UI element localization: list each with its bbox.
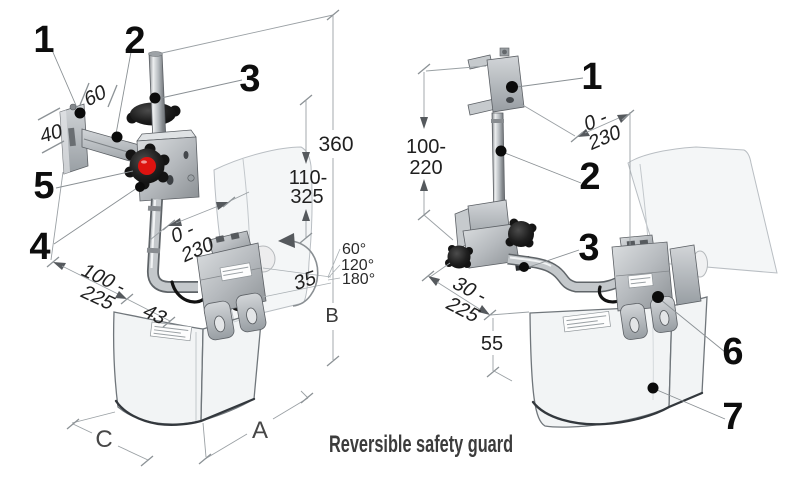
dim-C-label: C [95, 426, 112, 453]
callout-5-label: 5 [33, 165, 54, 207]
dim-60-label: 60 [83, 80, 109, 112]
left-shield-bucket [112, 310, 263, 426]
callout-1-label: 1 [33, 19, 54, 61]
dim-100-220-line1: 100- [406, 136, 446, 158]
callout-dot-2 [111, 131, 123, 143]
callout-2-label: 2 [124, 20, 145, 62]
angle-180-label: 180° [342, 271, 375, 288]
callout-r3-label: 3 [578, 227, 599, 269]
dim-110-325-line2: 325 [290, 186, 323, 208]
dim-100-220-line2: 220 [409, 157, 442, 179]
right-bucket-sticker [562, 311, 611, 333]
left-lower-rod [146, 198, 198, 293]
callout-dot-r2 [495, 145, 507, 157]
right-annotations: 0 - 230 100- 220 30 - 225 55 [406, 56, 744, 438]
figure-caption: Reversible safety guard [329, 431, 513, 458]
callout-dot-r7 [647, 382, 659, 394]
red-knob-center [138, 157, 156, 175]
left-wall-bracket [59, 103, 89, 175]
callout-dot-3 [149, 92, 161, 104]
right-shield-bucket [529, 296, 708, 428]
dim-B-label: B [325, 305, 338, 327]
callout-r6-label: 6 [722, 331, 743, 373]
callout-dot-r3 [519, 262, 529, 272]
angle-60-label: 60° [342, 241, 366, 258]
dim-55-label: 55 [481, 333, 503, 355]
left-view [59, 51, 313, 426]
right-top-bracket [467, 47, 525, 116]
left-red-knob [124, 143, 170, 190]
dim-40-label: 40 [40, 120, 64, 148]
right-top-knob [505, 218, 537, 248]
callout-r2-label: 2 [579, 156, 600, 198]
callout-dot-r6 [652, 291, 664, 303]
left-assembly [59, 51, 276, 341]
dim-A-label: A [252, 417, 268, 444]
rotation-arc [291, 240, 319, 307]
callout-r1-label: 1 [581, 56, 602, 98]
callout-4-label: 4 [29, 226, 50, 268]
callout-dot-r1 [506, 81, 518, 93]
callout-dot-1 [74, 107, 86, 119]
left-guard-holder [196, 230, 276, 341]
right-left-knob [445, 245, 473, 269]
left-bucket-sticker [149, 321, 193, 342]
callout-r7-label: 7 [722, 396, 743, 438]
angle-120-label: 120° [341, 257, 374, 274]
right-clamp [445, 199, 537, 271]
dim-110-325-line1: 110- [289, 167, 328, 189]
bracket-bolt [69, 103, 77, 111]
dim-360-label: 360 [318, 133, 353, 156]
right-horizontal-rod [507, 253, 630, 293]
callout-3-label: 3 [239, 58, 260, 100]
callout-dot-4 [135, 182, 145, 192]
rotation-arc-arrowhead [278, 233, 295, 248]
